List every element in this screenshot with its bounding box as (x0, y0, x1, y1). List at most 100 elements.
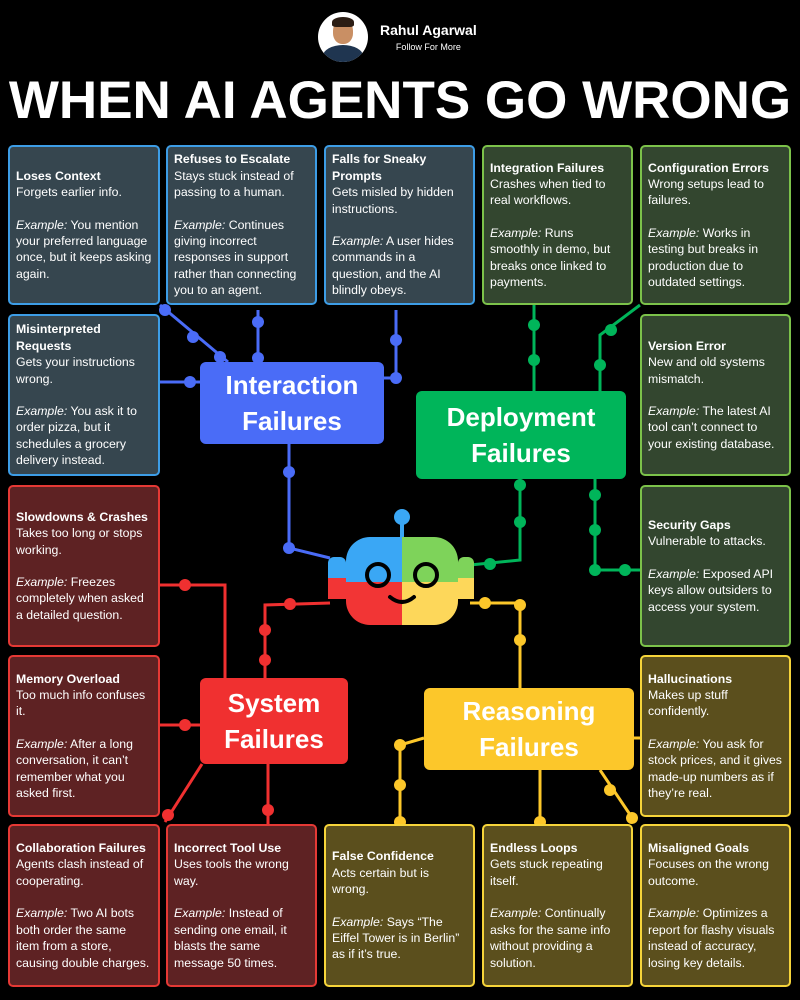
card-false-confidence: False Confidence Acts certain but is wro… (324, 824, 475, 987)
connector-dot (259, 654, 271, 666)
connector-dot (514, 599, 526, 611)
card-title: False Confidence (332, 849, 434, 864)
card-security-gaps: Security Gaps Vulnerable to attacks. Exa… (640, 485, 791, 647)
card-description: Focuses on the wrong outcome. (648, 857, 769, 888)
card-description: Makes up stuff confidently. (648, 687, 728, 719)
card-misaligned-goals: Misaligned Goals Focuses on the wrong ou… (640, 824, 791, 987)
connector-dot (179, 719, 191, 731)
robot-icon (328, 509, 474, 625)
example-label: Example: (332, 234, 384, 248)
connector-dot (594, 359, 606, 371)
card-example: Example: You mention your preferred lang… (16, 217, 152, 283)
author-subtitle: Follow For More (395, 42, 461, 52)
avatar (318, 12, 368, 62)
example-label: Example: (490, 225, 542, 240)
card-endless-loops: Endless Loops Gets stuck repeating itsel… (482, 824, 633, 987)
connector-dot (390, 372, 402, 384)
card-example: Example: Continues giving incorrect resp… (174, 217, 309, 299)
connector-dot (259, 624, 271, 636)
card-version-error: Version Error New and old systems mismat… (640, 314, 791, 476)
example-label: Example: (16, 404, 68, 418)
example-label: Example: (174, 906, 226, 921)
card-title: Hallucinations (648, 671, 733, 686)
connector-dot (394, 779, 406, 791)
card-example: Example: Freezes completely when asked a… (16, 574, 152, 623)
category-label: Deployment Failures (446, 402, 596, 468)
connector-dot (184, 376, 196, 388)
card-loses-context: Loses Context Forgets earlier info. Exam… (8, 145, 160, 305)
card-title: Incorrect Tool Use (174, 841, 282, 856)
connector-dot (619, 564, 631, 576)
card-description: Uses tools the wrong way. (174, 857, 289, 888)
connector-dot (252, 316, 264, 328)
card-title: Version Error (648, 338, 726, 353)
card-example: Example: You ask it to order pizza, but … (16, 403, 152, 469)
example-label: Example: (16, 906, 68, 921)
connector-dot (284, 598, 296, 610)
example-text: You ask for stock prices, and it gives m… (648, 736, 782, 801)
card-example: Example: Optimizes a report for flashy v… (648, 905, 783, 971)
connector-dot (479, 597, 491, 609)
card-title: Memory Overload (16, 671, 120, 686)
card-example: Example: Two AI bots both order the same… (16, 905, 152, 971)
connector-dot (514, 479, 526, 491)
connector-dot (528, 354, 540, 366)
connector-system (160, 583, 227, 678)
author-name: Rahul Agarwal (380, 22, 477, 38)
card-example: Example: Continually asks for the same i… (490, 905, 625, 971)
example-label: Example: (490, 906, 542, 921)
card-title: Loses Context (16, 168, 101, 183)
card-title: Collaboration Failures (16, 841, 146, 856)
card-title: Misaligned Goals (648, 841, 750, 856)
example-label: Example: (648, 404, 700, 418)
connector-dot (484, 558, 496, 570)
example-text: A user hides commands in a question, and… (332, 234, 454, 298)
card-description: Gets stuck repeating itself. (490, 857, 603, 888)
card-description: Takes too long or stops working. (16, 526, 143, 557)
connector-dot (214, 351, 226, 363)
card-refuses-to-escalate: Refuses to Escalate Stays stuck instead … (166, 145, 317, 305)
connector-dot (159, 304, 171, 316)
card-description: New and old systems mismatch. (648, 355, 765, 386)
connector-deployment (598, 303, 641, 391)
card-description: Vulnerable to attacks. (648, 534, 766, 549)
page-title: WHEN AI AGENTS GO WRONG (8, 71, 792, 130)
card-title: Configuration Errors (648, 160, 769, 175)
category-label: Interaction Failures (225, 370, 359, 436)
example-text: Freezes completely when asked a detailed… (16, 575, 144, 622)
category-interaction: Interaction Failures (200, 362, 384, 444)
example-text: You ask it to order pizza, but it schedu… (16, 404, 138, 468)
connector-dot (626, 812, 638, 824)
card-memory-overload: Memory Overload Too much info confuses i… (8, 655, 160, 817)
example-label: Example: (648, 906, 700, 921)
example-text: Instead of sending one email, it blasts … (174, 906, 287, 970)
example-text: Continually asks for the same info witho… (490, 906, 611, 970)
category-system: System Failures (200, 678, 348, 764)
example-text: Two AI bots both order the same item fro… (16, 906, 150, 970)
card-title: Misinterpreted Requests (16, 322, 101, 353)
card-example: Example: Exposed API keys allow outsider… (648, 566, 783, 615)
card-integration-failures: Integration Failures Crashes when tied t… (482, 145, 633, 305)
card-example: Example: Says “The Eiffel Tower is in Be… (332, 914, 467, 963)
connector-system (263, 601, 331, 678)
card-title: Integration Failures (490, 160, 605, 175)
example-label: Example: (16, 736, 68, 751)
card-example: Example: Instead of sending one email, i… (174, 905, 309, 971)
card-description: Too much info confuses it. (16, 687, 146, 719)
card-description: Forgets earlier info. (16, 185, 122, 200)
example-text: Optimizes a report for flashy visuals in… (648, 906, 775, 970)
example-text: Says “The Eiffel Tower is in Berlin” as … (332, 914, 460, 962)
connector-dot (252, 352, 264, 364)
connector-dot (589, 564, 601, 576)
card-description: Gets misled by hidden instructions. (332, 185, 454, 216)
example-text: Works in testing but breaks in productio… (648, 225, 759, 290)
example-text: You mention your preferred language once… (16, 217, 152, 281)
card-description: Acts certain but is wrong. (332, 865, 430, 897)
card-example: Example: Works in testing but breaks in … (648, 225, 783, 291)
card-hallucinations: Hallucinations Makes up stuff confidentl… (640, 655, 791, 817)
connector-dot (262, 804, 274, 816)
card-falls-for-sneaky-prompts: Falls for Sneaky Prompts Gets misled by … (324, 145, 475, 305)
card-description: Agents clash instead of cooperating. (16, 857, 144, 888)
card-example: Example: A user hides commands in a ques… (332, 233, 467, 299)
